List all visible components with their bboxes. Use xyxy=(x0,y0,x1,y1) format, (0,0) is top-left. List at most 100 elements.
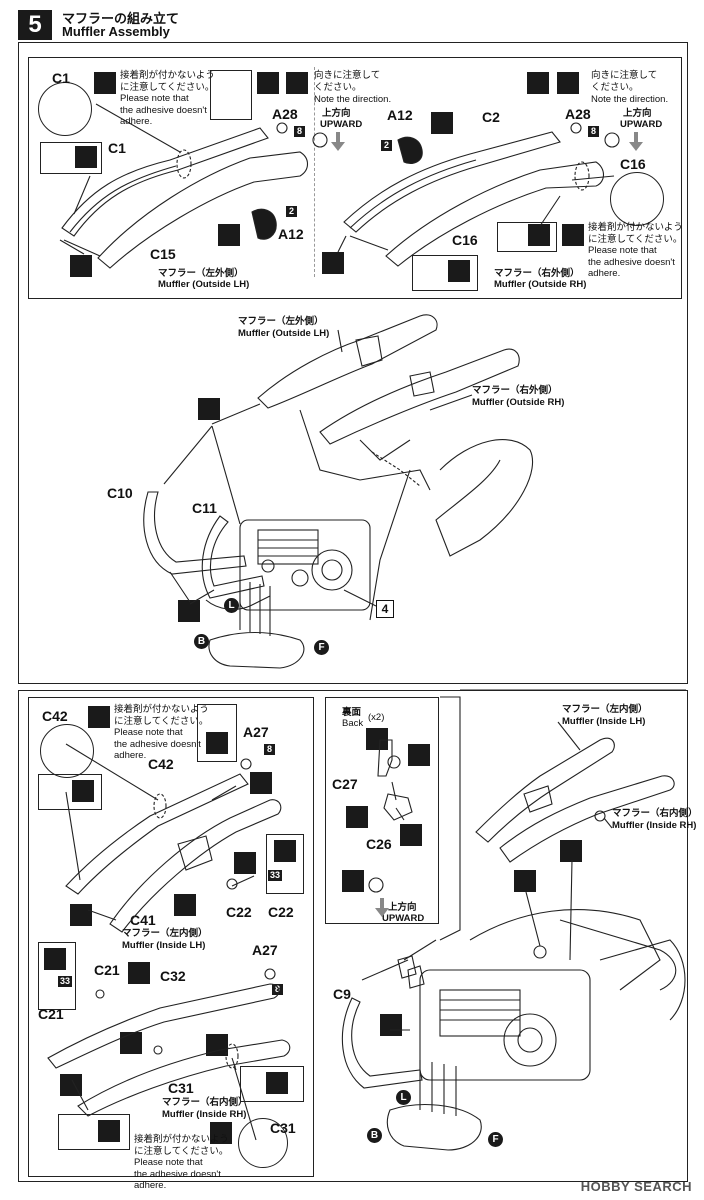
part-label-c21-a: C21 xyxy=(94,962,120,978)
direction-note-en-right: Note the direction. xyxy=(591,94,669,105)
step-ref-4: 4 xyxy=(376,600,394,618)
glue-note-jp-bl2: 接着剤が付かないよう に注意してください。 xyxy=(134,1134,229,1157)
part-label-c42-detail: C42 xyxy=(42,708,68,724)
glue-note-en-right: Please note that the adhesive doesn't ad… xyxy=(588,245,675,279)
glue-apply-icon xyxy=(60,1074,82,1096)
cement-icon xyxy=(88,706,110,728)
part-label-a28-left: A28 xyxy=(272,106,298,122)
no-glue-icon xyxy=(448,260,470,282)
back-label-jp: 裏面 xyxy=(342,707,362,718)
detail-circle-c31 xyxy=(238,1118,288,1168)
caption-mid-outside-lh-en: Muffler (Outside LH) xyxy=(238,328,330,339)
no-glue-icon xyxy=(266,1072,288,1094)
upward-jp-right: 上方向 xyxy=(623,108,652,119)
connector-b: B xyxy=(194,634,209,649)
cement-icon xyxy=(557,72,579,94)
detail-box-c1-hole xyxy=(40,142,102,174)
glue-apply-icon xyxy=(527,72,549,94)
cement-icon xyxy=(562,224,584,246)
direction-note-jp-right: 向きに注意して ください。 xyxy=(591,70,658,93)
badge-8-right: 8 xyxy=(588,126,599,137)
part-label-c10: C10 xyxy=(107,485,133,501)
detail-box-c31-b xyxy=(58,1114,130,1150)
badge-8-bl-bottom: 8 xyxy=(272,984,283,995)
caption-br-inside-rh-jp: マフラー（右内側） xyxy=(612,808,698,819)
detail-circle-c42 xyxy=(40,724,94,778)
part-label-c2: C2 xyxy=(482,109,500,125)
detail-box-c16-hole xyxy=(497,222,557,252)
badge-33-top: 33 xyxy=(268,870,282,881)
part-label-c22-a: C22 xyxy=(226,904,252,920)
part-label-c15: C15 xyxy=(150,246,176,262)
no-glue-icon xyxy=(98,1120,120,1142)
back-label-en: Back xyxy=(342,718,364,729)
part-label-c41: C41 xyxy=(130,912,156,928)
connector-f: F xyxy=(314,640,329,655)
caption-inside-rh-jp: マフラー（右内側） xyxy=(162,1097,248,1108)
detail-circle-c1 xyxy=(38,82,92,136)
subassembly-panel-top xyxy=(28,57,682,299)
caption-inside-lh-en: Muffler (Inside LH) xyxy=(122,940,206,951)
detail-box-c22-peg xyxy=(266,834,304,894)
glue-apply-icon xyxy=(70,904,92,926)
detail-box-c1-peg xyxy=(210,70,252,120)
watermark: HOBBY SEARCH xyxy=(580,1179,692,1194)
connector-b-bottom: B xyxy=(367,1128,382,1143)
direction-note-en: Note the direction. xyxy=(314,94,392,105)
glue-apply-icon xyxy=(514,870,536,892)
glue-apply-icon xyxy=(408,744,430,766)
part-label-c42: C42 xyxy=(148,756,174,772)
subassembly-panel-bottom-left xyxy=(28,697,314,1177)
glue-apply-icon xyxy=(322,252,344,274)
badge-2-left: 2 xyxy=(286,206,297,217)
caption-mid-outside-lh-jp: マフラー（左外側） xyxy=(238,316,324,327)
connector-f-bottom: F xyxy=(488,1132,503,1147)
part-label-c16: C16 xyxy=(452,232,478,248)
detail-box-c42-hole xyxy=(38,774,102,810)
no-glue-icon xyxy=(274,840,296,862)
upward-en-right: UPWARD xyxy=(620,119,663,130)
glue-apply-icon xyxy=(198,398,220,420)
subassembly-panel-bottom-mid xyxy=(325,697,439,924)
glue-apply-icon xyxy=(431,112,453,134)
part-label-c26: C26 xyxy=(366,836,392,852)
outer-frame-top xyxy=(18,42,688,684)
badge-8-left: 8 xyxy=(294,126,305,137)
detail-box-c21-peg xyxy=(38,942,76,1010)
caption-outside-rh-jp: マフラー（右外側） xyxy=(494,268,580,279)
upward-jp-bm: 上方向 xyxy=(388,902,417,913)
part-label-c22-b: C22 xyxy=(268,904,294,920)
badge-8-bl-top: 8 xyxy=(264,744,275,755)
part-label-a28-right: A28 xyxy=(565,106,591,122)
part-label-c1-detail: C1 xyxy=(52,70,70,86)
glue-apply-icon xyxy=(257,72,279,94)
no-glue-icon xyxy=(174,894,196,916)
caption-outside-lh-jp: マフラー（左外側） xyxy=(158,268,244,279)
part-label-c16-detail: C16 xyxy=(620,156,646,172)
badge-2-right: 2 xyxy=(381,140,392,151)
no-glue-icon xyxy=(206,732,228,754)
glue-note-en-bl: Please note that the adhesive doesn't ad… xyxy=(114,727,201,761)
glue-note-jp: 接着剤が付かないよう に注意してください。 xyxy=(120,70,215,93)
direction-note-jp: 向きに注意して ください。 xyxy=(314,70,381,93)
caption-br-inside-rh-en: Muffler (Inside RH) xyxy=(612,820,697,831)
glue-note-jp-right: 接着剤が付かないよう に注意してください。 xyxy=(588,222,683,245)
detail-box-c31-a xyxy=(240,1066,304,1102)
detail-box-c42-peg xyxy=(197,704,237,762)
caption-outside-lh-en: Muffler (Outside LH) xyxy=(158,279,250,290)
glue-note-jp-bl: 接着剤が付かないよう に注意してください。 xyxy=(114,704,209,727)
glue-apply-icon xyxy=(250,772,272,794)
step-title-jp: マフラーの組み立て xyxy=(62,11,180,26)
caption-mid-outside-rh-en: Muffler (Outside RH) xyxy=(472,397,565,408)
no-glue-icon xyxy=(346,806,368,828)
detail-box-c16-peg xyxy=(412,255,478,291)
cement-icon xyxy=(94,72,116,94)
glue-apply-icon xyxy=(128,962,150,984)
caption-inside-lh-jp: マフラー（左内側） xyxy=(122,928,208,939)
part-label-c27: C27 xyxy=(332,776,358,792)
times-two: (x2) xyxy=(368,712,385,723)
caption-outside-rh-en: Muffler (Outside RH) xyxy=(494,279,587,290)
caption-inside-rh-en: Muffler (Inside RH) xyxy=(162,1109,247,1120)
caption-br-inside-lh-en: Muffler (Inside LH) xyxy=(562,716,646,727)
glue-note-en-bl2: Please note that the adhesive doesn't ad… xyxy=(134,1157,221,1191)
